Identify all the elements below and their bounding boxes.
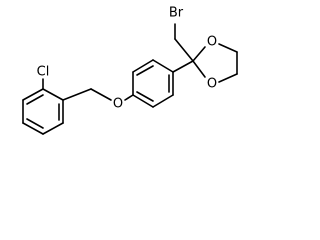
molecule-structure-drawing: Cl O Br bbox=[22, 6, 238, 135]
bromomethyl-group: Br bbox=[169, 6, 194, 62]
structure-canvas: Cl O Br bbox=[22, 5, 238, 135]
chlorine-label: Cl bbox=[37, 65, 50, 80]
dioxolane-oxygen-bottom-label: O bbox=[207, 77, 217, 92]
dioxolane-ring: O O bbox=[192, 35, 238, 92]
ether-oxygen-label: O bbox=[113, 97, 123, 112]
phenylene-ring bbox=[132, 59, 174, 108]
benzyl-ether-linker: O bbox=[62, 88, 134, 112]
chlorine-substituent: Cl bbox=[37, 65, 50, 90]
chlorobenzene-ring bbox=[22, 88, 64, 135]
dioxolane-oxygen-top-label: O bbox=[207, 35, 217, 50]
bromine-label: Br bbox=[169, 6, 184, 21]
ring-to-acetal-bond bbox=[172, 60, 194, 73]
